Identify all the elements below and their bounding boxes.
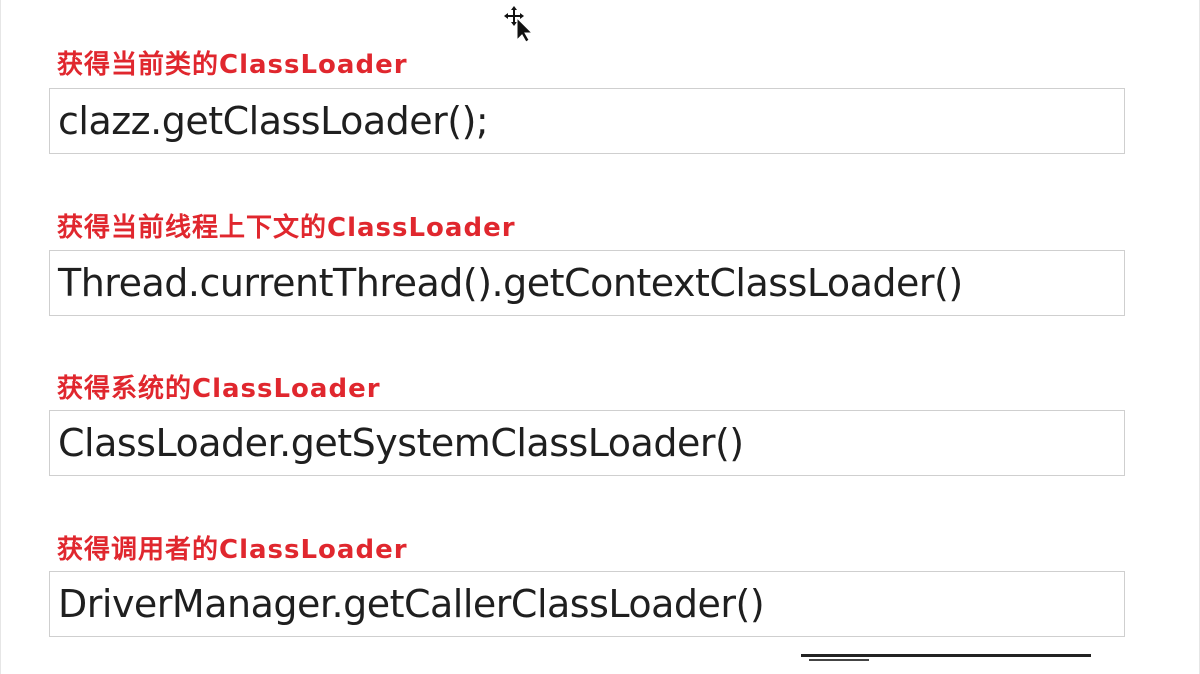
code-text-system: ClassLoader.getSystemClassLoader() [58,421,744,465]
section-heading-system: 获得系统的ClassLoader [57,374,381,404]
code-text-current-class: clazz.getClassLoader(); [58,99,489,143]
section-heading-thread-context: 获得当前线程上下文的ClassLoader [57,213,516,243]
code-box-caller: DriverManager.getCallerClassLoader() [49,571,1125,637]
pen-underline-stroke-secondary [809,659,869,661]
code-text-thread-context: Thread.currentThread().getContextClassLo… [58,261,963,305]
code-box-system: ClassLoader.getSystemClassLoader() [49,410,1125,476]
code-box-current-class: clazz.getClassLoader(); [49,88,1125,154]
pen-underline-stroke [801,654,1091,657]
section-heading-caller: 获得调用者的ClassLoader [57,535,408,565]
code-text-caller: DriverManager.getCallerClassLoader() [58,582,765,626]
code-box-thread-context: Thread.currentThread().getContextClassLo… [49,250,1125,316]
move-cursor-icon [504,6,534,42]
section-heading-current-class: 获得当前类的ClassLoader [57,50,408,80]
